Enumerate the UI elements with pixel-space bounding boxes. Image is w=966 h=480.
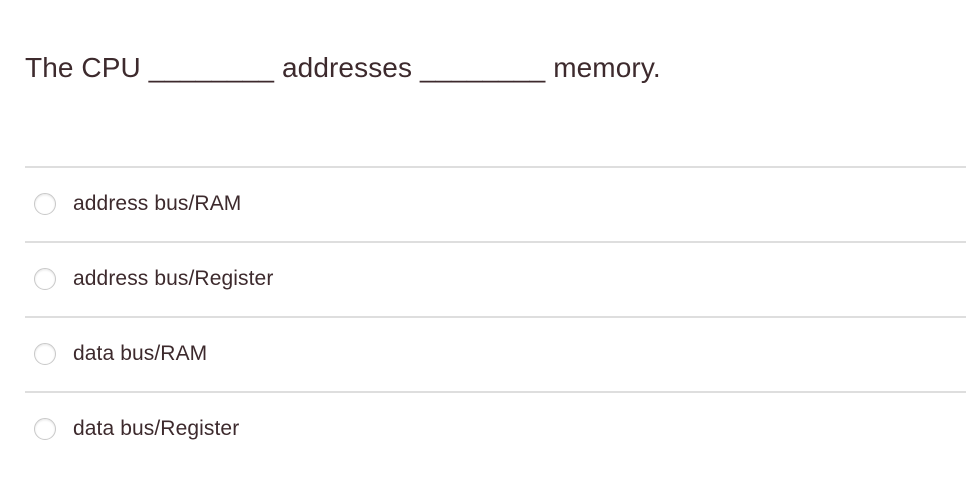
answer-option-4[interactable]: data bus/Register: [0, 391, 966, 466]
question-stem-text: The CPU ________ addresses ________ memo…: [25, 52, 661, 83]
radio-button-icon[interactable]: [34, 417, 56, 440]
answer-options-list: address bus/RAM address bus/Register dat…: [0, 166, 966, 466]
answer-option-label: data bus/RAM: [73, 341, 208, 365]
radio-button-icon[interactable]: [34, 192, 56, 215]
answer-option-label: address bus/Register: [73, 266, 274, 290]
answer-option-1[interactable]: address bus/RAM: [0, 166, 966, 241]
radio-button-icon[interactable]: [34, 342, 56, 365]
answer-option-2[interactable]: address bus/Register: [0, 241, 966, 316]
radio-button-icon[interactable]: [34, 267, 56, 290]
answer-option-label: address bus/RAM: [73, 191, 242, 215]
answer-option-3[interactable]: data bus/RAM: [0, 316, 966, 391]
answer-option-label: data bus/Register: [73, 416, 240, 440]
